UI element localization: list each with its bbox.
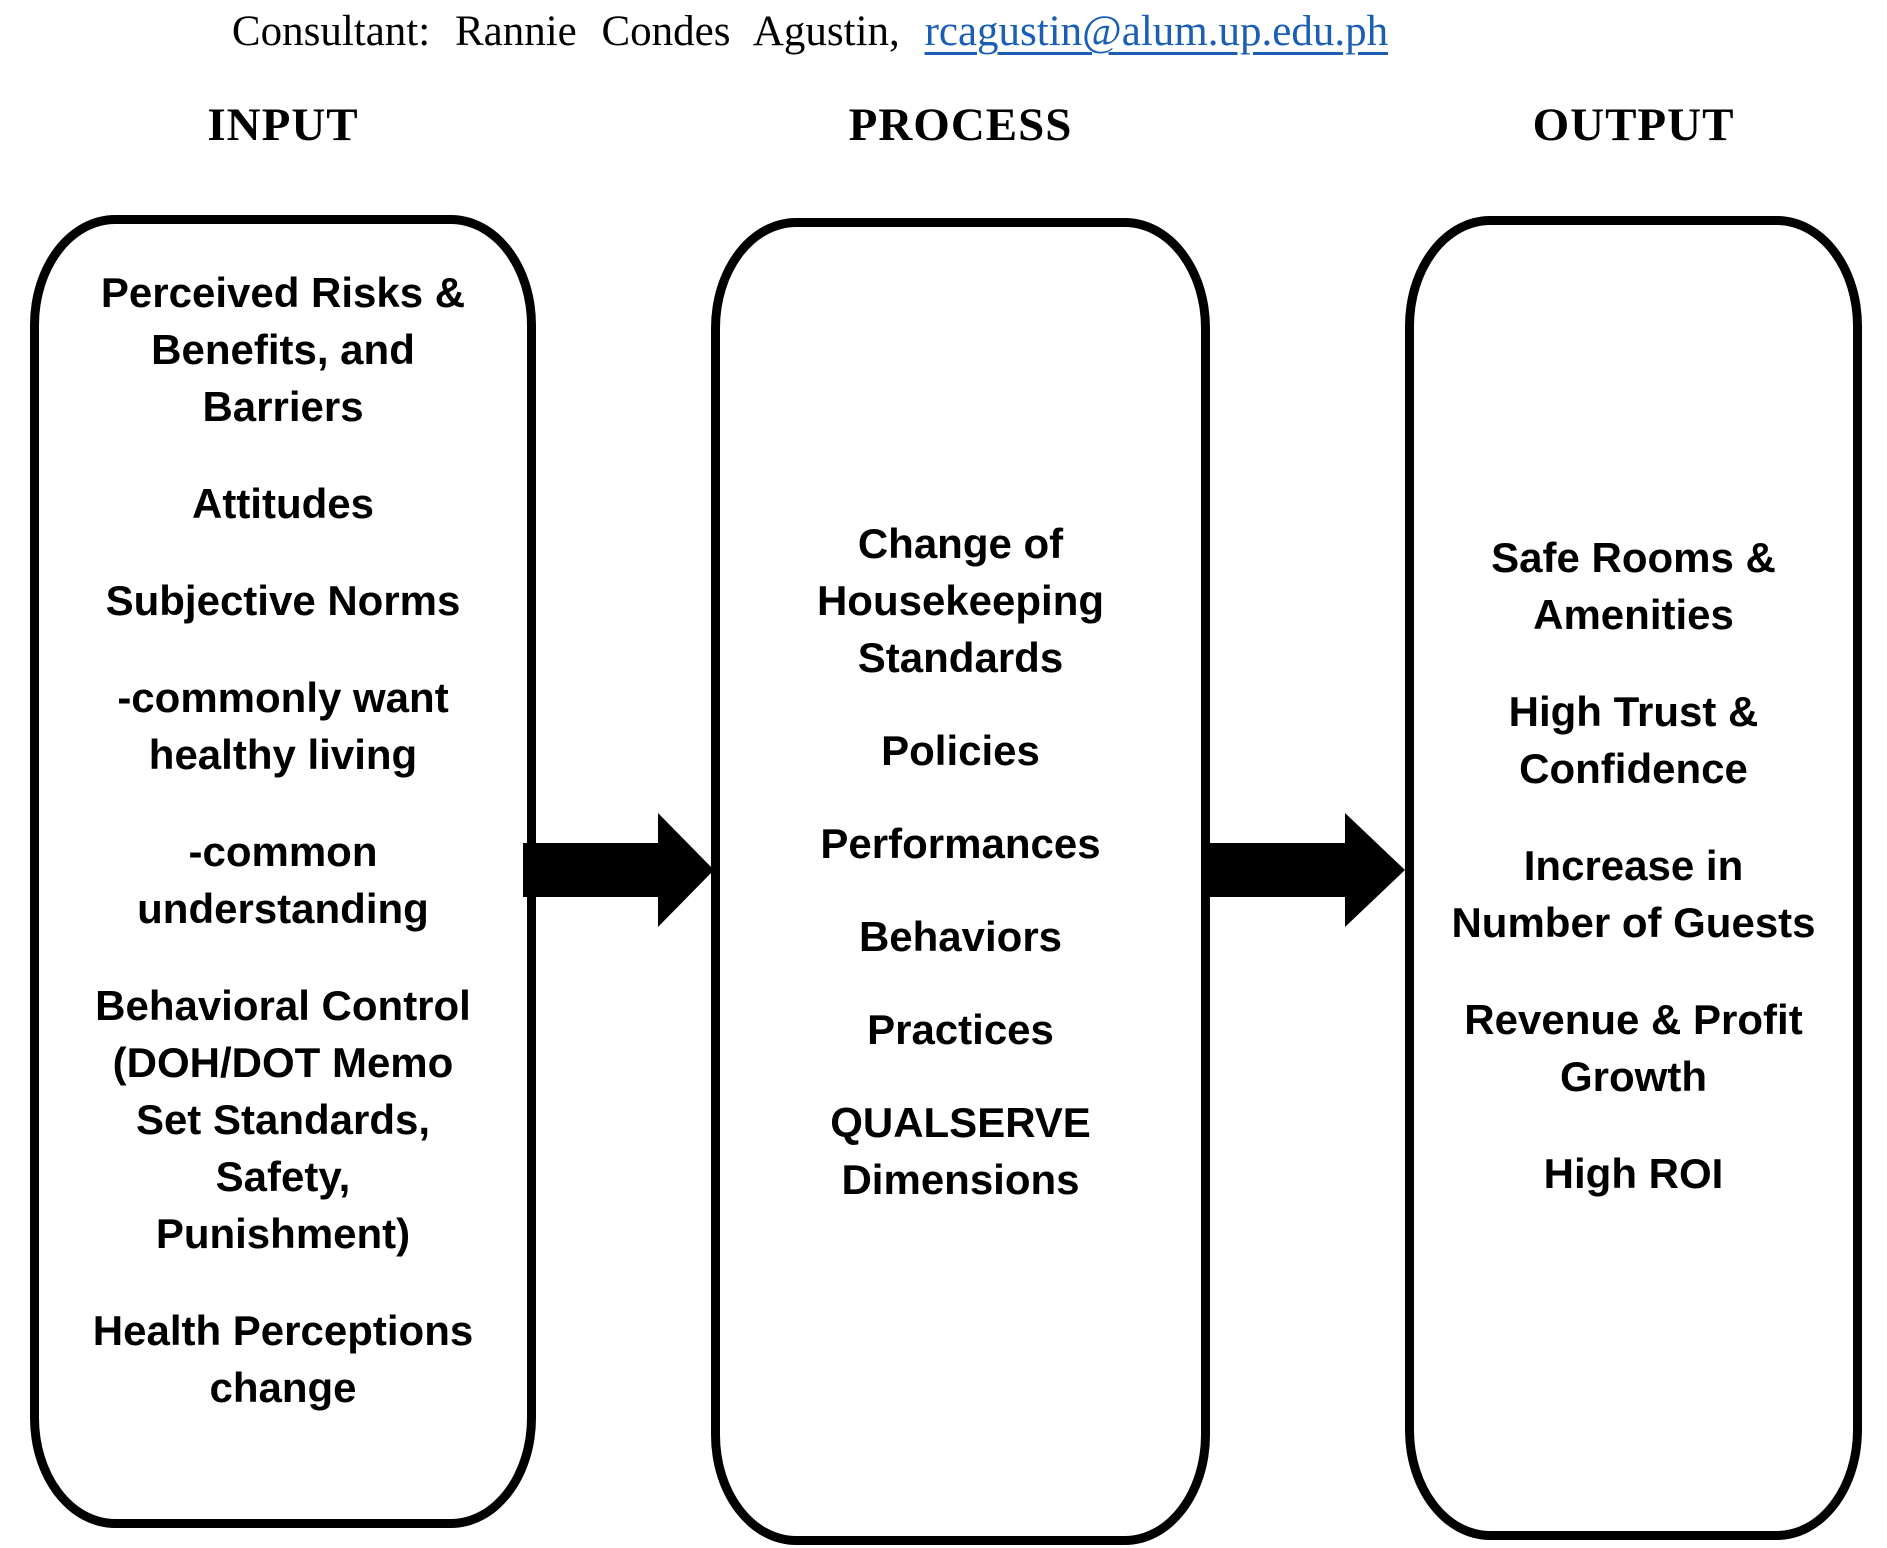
input-item: -commonly want healthy living [117, 674, 449, 778]
process-item: QUALSERVE Dimensions [830, 1099, 1091, 1203]
input-item: Subjective Norms [105, 577, 461, 624]
output-item: Revenue & Profit Growth [1464, 996, 1803, 1100]
input-item: Attitudes [192, 480, 374, 527]
output-item: High ROI [1543, 1150, 1724, 1197]
process-to-output-arrow-icon [1203, 805, 1408, 935]
input-item: Perceived Risks & Benefits, and Barriers [100, 269, 466, 430]
input-box: Perceived Risks & Benefits, and Barriers… [30, 215, 536, 1528]
process-box: Change of Housekeeping Standards Policie… [711, 218, 1210, 1545]
process-item: Policies [881, 727, 1040, 774]
input-item: -common understanding [137, 828, 429, 932]
input-item: Behavioral Control (DOH/DOT Memo Set Sta… [95, 982, 471, 1257]
column-title-input: INPUT [207, 99, 359, 151]
output-item: Safe Rooms & Amenities [1491, 534, 1776, 638]
process-box-content: Change of Housekeeping Standards Policie… [720, 227, 1201, 1536]
process-item: Behaviors [858, 913, 1063, 960]
consultant-header: Consultant: Rannie Condes Agustin, rcagu… [0, 4, 1620, 60]
output-item: Increase in Number of Guests [1451, 842, 1816, 946]
process-item: Practices [867, 1006, 1054, 1053]
process-item: Change of Housekeeping Standards [816, 520, 1105, 681]
output-box-content: Safe Rooms & Amenities High Trust & Conf… [1414, 225, 1853, 1531]
output-item: High Trust & Confidence [1508, 688, 1759, 792]
email-link[interactable]: rcagustin@alum.up.edu.ph [924, 8, 1389, 55]
column-title-output: OUTPUT [1532, 99, 1735, 151]
output-box: Safe Rooms & Amenities High Trust & Conf… [1405, 216, 1862, 1540]
input-box-content: Perceived Risks & Benefits, and Barriers… [39, 224, 527, 1519]
input-item: Health Perceptions change [92, 1307, 474, 1411]
consultant-label: Consultant: Rannie Condes Agustin, [231, 8, 925, 55]
column-title-process: PROCESS [848, 99, 1073, 151]
process-item: Performances [820, 820, 1101, 867]
input-to-process-arrow-icon [523, 805, 718, 935]
